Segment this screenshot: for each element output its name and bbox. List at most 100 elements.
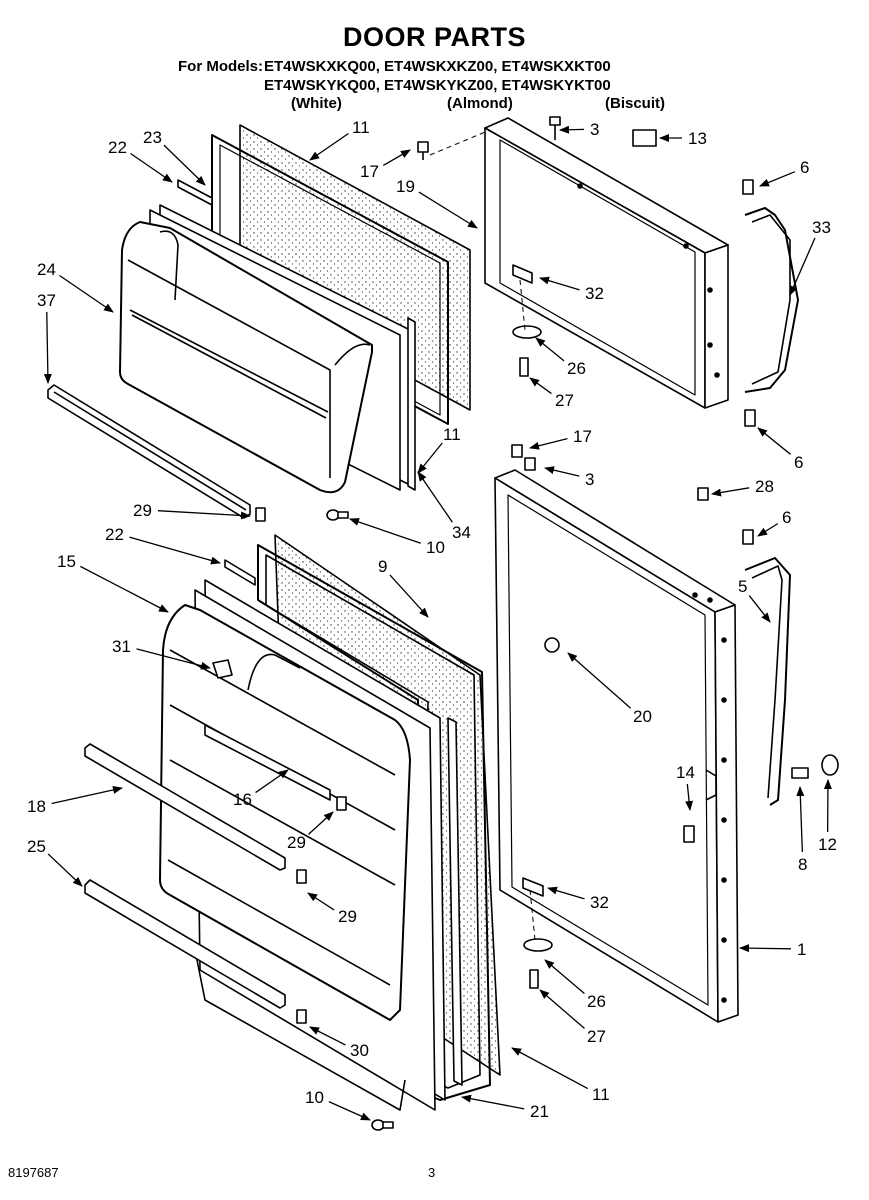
leader-arrow-37 [43,311,52,384]
leader-arrow-29 [157,510,251,520]
leader-arrow-17 [529,438,568,450]
hinge-bracket-upper [512,264,533,284]
callout-1: 1 [797,940,806,959]
leader-arrow-6 [759,171,796,187]
callout-8: 8 [798,855,807,874]
freezer-outer-door [484,117,729,409]
callout-17: 17 [573,427,592,446]
screw-6-a [742,179,754,195]
callout-21: 21 [530,1102,549,1121]
callout-9: 9 [378,557,387,576]
handle-cap-12 [821,754,839,776]
leader-arrow-31 [136,648,211,670]
leader-arrow-34 [417,471,453,523]
screw-6-b [744,409,756,427]
callout-11: 11 [592,1085,610,1104]
callout-28: 28 [755,477,774,496]
callout-13: 13 [688,129,707,148]
callout-32: 32 [590,893,609,912]
callout-16: 16 [233,790,252,809]
callout-10: 10 [426,538,445,557]
leader-arrow-26 [544,959,585,995]
breaker-strip-lower [224,559,256,586]
callout-20: 20 [633,707,652,726]
leader-arrow-25 [47,853,83,887]
freezer-door-liner [119,204,411,494]
hinge-pin-upper [512,325,542,339]
callout-11: 11 [352,118,370,137]
hinge-trim-lower [447,717,463,1086]
leader-arrow-24 [59,274,114,313]
callout-27: 27 [555,391,574,410]
leader-arrow-27 [529,377,552,395]
callout-34: 34 [452,523,471,542]
callout-17: 17 [360,162,379,181]
label-13 [632,129,657,147]
callout-23: 23 [143,128,162,147]
screw-27-lower [529,969,539,989]
screw-6-c [742,529,754,545]
models-line-2: ET4WSKYKQ00, ET4WSKYKZ00, ET4WSKYKT00 [264,77,611,94]
plug-28 [697,487,709,501]
hinge-bracket-lower [522,877,544,897]
handle-screw-8 [791,767,809,779]
callout-31: 31 [112,637,131,656]
callout-6: 6 [794,453,803,472]
shelf-clip-29b [296,869,307,884]
callout-3: 3 [585,470,594,489]
callout-15: 15 [57,552,76,571]
hinge-trim-upper [407,317,416,491]
callout-6: 6 [800,158,809,177]
leader-arrow-22 [130,152,173,183]
handle-upper [744,207,799,393]
shelf-clip-29a [336,796,347,811]
callout-37: 37 [37,291,56,310]
callout-22: 22 [108,138,127,157]
screw-27-upper [519,357,529,377]
breaker-strip-upper [177,179,213,206]
leader-arrow-29 [308,811,334,835]
callout-26: 26 [587,992,606,1011]
callout-12: 12 [818,835,837,854]
callout-18: 18 [27,797,46,816]
leader-arrow-14 [685,783,694,811]
callout-5: 5 [738,577,747,596]
leader-arrow-6 [757,523,779,537]
callout-30: 30 [350,1041,369,1060]
callout-25: 25 [27,837,46,856]
door-bar-25 [84,879,286,1009]
color-label-biscuit: (Biscuit) [605,95,665,112]
callout-27: 27 [587,1027,606,1046]
callout-32: 32 [585,284,604,303]
leader-arrow-5 [748,595,771,623]
callout-26: 26 [567,359,586,378]
callout-24: 24 [37,260,56,279]
callout-3: 3 [590,120,599,139]
leader-arrow-3 [544,466,580,477]
callout-29: 29 [338,907,357,926]
screw-upper [326,509,349,521]
callout-11: 11 [443,425,461,444]
models-prefix: For Models: [178,58,263,75]
leader-arrow-19 [418,191,478,229]
handle-lower [744,557,791,806]
dairy-door-latch [212,659,233,679]
document-number: 8197687 [8,1165,59,1180]
callout-10: 10 [305,1088,324,1107]
callout-29: 29 [287,833,306,852]
plug-lower [511,444,523,458]
callout-22: 22 [105,525,124,544]
leader-arrow-28 [711,487,750,497]
callout-19: 19 [396,177,415,196]
color-label-almond: (Almond) [447,95,513,112]
color-label-white: (White) [291,95,342,112]
callout-29: 29 [133,501,152,520]
leader-arrow-9 [389,574,429,618]
screw-lower [371,1119,394,1131]
page-number: 3 [428,1165,436,1180]
fresh-food-outer-door [494,469,739,1023]
leader-arrow-32 [539,276,580,291]
leader-arrow-32 [547,886,585,900]
shelf-clip-upper [255,507,266,522]
